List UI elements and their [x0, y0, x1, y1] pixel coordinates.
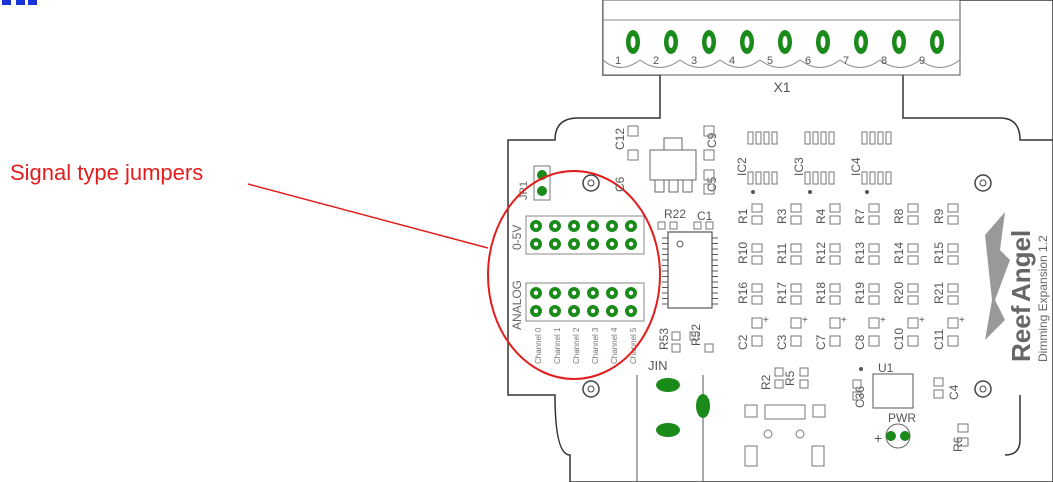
- c36-label: C36: [853, 386, 867, 408]
- x1-pin-number: 3: [691, 55, 697, 67]
- board-outline: [507, 0, 1053, 482]
- logo-angel: Angel: [1006, 230, 1036, 302]
- resistor-label: R9: [932, 208, 946, 224]
- logo: Reef Angel Dimming Expansion 1.2: [985, 212, 1050, 362]
- cap-label: C12: [613, 128, 627, 150]
- ic-label: IC3: [792, 157, 806, 176]
- resistor-label: R7: [853, 208, 867, 224]
- resistor-label: R3: [775, 208, 789, 224]
- resistor-label: R14: [892, 242, 906, 264]
- cap-plus: +: [959, 315, 965, 326]
- jumper-block-lower: ANALOG Channel 0 Channel 1 Channel 2 Channe…: [510, 280, 645, 364]
- resistor-label: R18: [814, 282, 828, 304]
- cap-label: C6: [613, 176, 627, 192]
- pwr-connector: PWR +: [874, 411, 916, 449]
- u1-chip: [859, 367, 914, 409]
- cap-label: C2: [736, 334, 750, 350]
- x1-pin-number: 1: [615, 55, 621, 67]
- pwr-label: PWR: [888, 411, 916, 425]
- channel-label: Channel 2: [572, 327, 581, 364]
- u1-label: U1: [878, 361, 894, 375]
- resistor-label: R10: [736, 242, 750, 264]
- channel-label: Channel 5: [629, 327, 638, 364]
- resistor-label: R13: [853, 242, 867, 264]
- resistor-label: R21: [932, 282, 946, 304]
- x1-connector: 1 2 3 4 5 6 7 8 9 X1: [602, 0, 961, 95]
- pwr-plus: +: [874, 430, 882, 446]
- r2-label: R2: [759, 374, 773, 390]
- ic-label: IC2: [735, 157, 749, 176]
- x1-pin-number: 9: [919, 55, 925, 67]
- upper-block-label: 0-5V: [510, 225, 524, 250]
- x1-pin-number: 8: [881, 55, 887, 67]
- c1-label: C1: [697, 209, 713, 223]
- lower-center-parts: [744, 404, 826, 467]
- mounting-holes: [582, 174, 992, 398]
- callout-label: Signal type jumpers: [10, 160, 204, 185]
- jin-label: JIN: [648, 358, 668, 373]
- resistor-label: R11: [775, 243, 789, 264]
- main-ic: [662, 231, 718, 309]
- resistor-label: R1: [736, 208, 750, 224]
- x1-pin-number: 6: [805, 55, 811, 67]
- regulator: [649, 137, 697, 193]
- r53-label: R53: [657, 328, 671, 350]
- channel-label: Channel 3: [591, 327, 600, 364]
- channel-label: Channel 0: [534, 327, 543, 364]
- resistor-label: R17: [775, 282, 789, 304]
- channel-label: Channel 4: [610, 327, 619, 364]
- jumper-block-upper: 0-5V: [510, 215, 645, 255]
- cap-plus: +: [763, 315, 769, 326]
- signal-jumpers-callout: [247, 170, 661, 380]
- cap-label: C9: [705, 132, 719, 148]
- resistor-label: R19: [853, 282, 867, 304]
- resistor-label: R8: [892, 208, 906, 224]
- x1-label: X1: [773, 79, 790, 95]
- x1-pin-number: 2: [653, 55, 659, 67]
- ic-label: IC4: [849, 157, 863, 176]
- channel-label: Channel 1: [553, 327, 562, 364]
- cap-label: C8: [853, 334, 867, 350]
- r52-label: R52: [689, 324, 703, 346]
- resistor-label: R15: [932, 242, 946, 264]
- top-left-blue-fragment: [0, 0, 40, 6]
- cap-plus: +: [919, 315, 925, 326]
- resistor-label: R12: [814, 242, 828, 264]
- resistor-label: R4: [814, 208, 828, 224]
- r22-label: R22: [664, 207, 686, 221]
- resistor-label: R16: [736, 282, 750, 304]
- x1-pin-number: 7: [843, 55, 849, 67]
- cap-label: C7: [814, 334, 828, 350]
- x1-pin-number: 5: [767, 55, 773, 67]
- resistor-label: R20: [892, 282, 906, 304]
- c4-label: C4: [947, 384, 961, 400]
- cap-plus: +: [880, 315, 886, 326]
- board-title: Dimming Expansion 1.2: [1036, 235, 1050, 362]
- lower-block-label: ANALOG: [510, 280, 524, 330]
- cap-plus: +: [841, 315, 847, 326]
- cap-label: C11: [932, 329, 946, 350]
- r5-label: R5: [783, 370, 797, 386]
- cap-label: C10: [892, 328, 906, 350]
- logo-reef: Reef: [1006, 305, 1036, 362]
- jin-header: JIN: [636, 358, 710, 482]
- cap-label: C3: [775, 334, 789, 350]
- cap-plus: +: [802, 315, 808, 326]
- x1-pin-number: 4: [729, 55, 735, 67]
